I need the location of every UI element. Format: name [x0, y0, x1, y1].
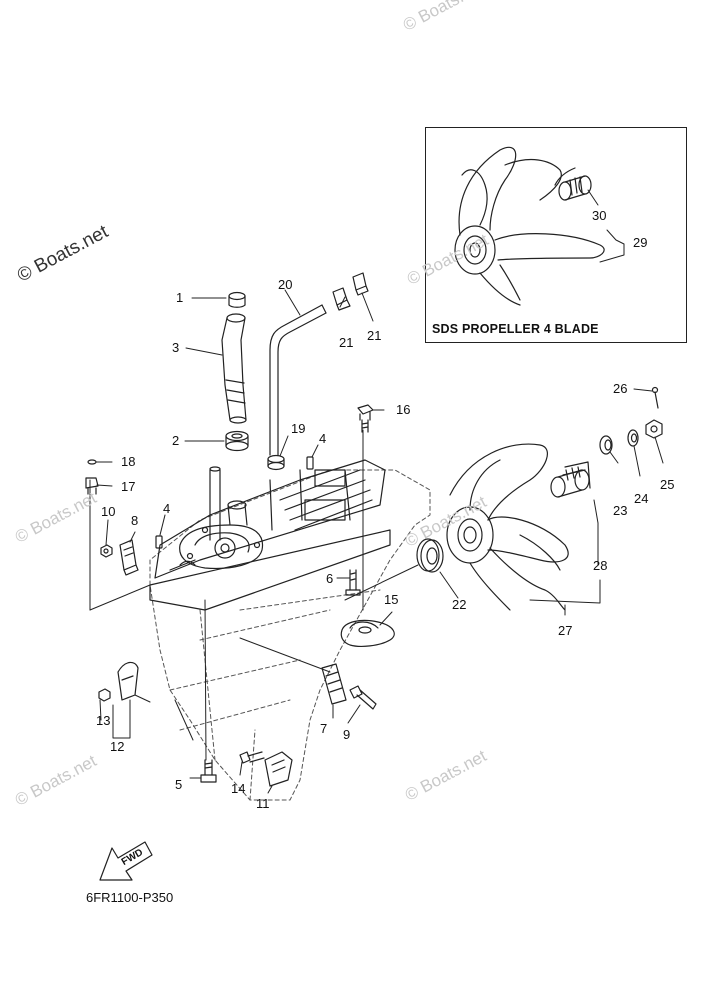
callout-27: 27	[558, 623, 573, 638]
callout-7: 7	[320, 721, 328, 736]
part-20-tube	[269, 304, 327, 456]
part-14-bolt	[239, 751, 265, 764]
part-16-bolt	[357, 404, 374, 433]
callout-13: 13	[96, 713, 111, 728]
part-23-hub	[550, 461, 591, 498]
callout-18: 18	[121, 454, 136, 469]
part-8-plate	[119, 539, 139, 576]
callout-19: 19	[291, 421, 306, 436]
part-27-propeller	[446, 443, 569, 611]
part-5-bolt	[200, 759, 217, 783]
callout-12: 12	[110, 739, 125, 754]
callout-2: 2	[172, 433, 180, 448]
part-17-plug	[85, 477, 99, 495]
lower-case-outline	[149, 469, 431, 801]
callout-4b: 4	[163, 501, 171, 516]
callout-4a: 4	[319, 431, 327, 446]
part-10-nut	[100, 544, 113, 558]
housing-deck	[149, 459, 391, 611]
inset-propeller	[454, 146, 605, 306]
part-24-washer	[599, 435, 613, 455]
callout-21b: 21	[367, 328, 382, 343]
part-25-nut	[645, 419, 663, 439]
callout-21a: 21	[339, 335, 354, 350]
callout-1: 1	[176, 290, 184, 305]
part-24b-washer	[627, 429, 639, 447]
part-21-clamps	[332, 272, 369, 311]
callout-20: 20	[278, 277, 293, 292]
part-11-cover	[264, 751, 293, 787]
part-2-grommet	[225, 430, 249, 452]
callout-9: 9	[343, 727, 351, 742]
callout-3: 3	[172, 340, 180, 355]
part-12-plate	[117, 661, 139, 701]
part-3-water-tube	[221, 313, 247, 424]
callout-15: 15	[384, 592, 399, 607]
part-19-grommet	[267, 454, 285, 471]
callout-26: 26	[613, 381, 628, 396]
callout-30: 30	[592, 208, 607, 223]
callout-23: 23	[613, 503, 628, 518]
part-15-anode	[340, 619, 395, 647]
leader-lines	[89, 189, 664, 794]
callout-28: 28	[593, 558, 608, 573]
part-22-seal	[416, 538, 444, 573]
diagram-code: 6FR1100-P350	[86, 890, 174, 905]
callout-17: 17	[121, 479, 136, 494]
inset-frame	[425, 127, 687, 343]
callout-6: 6	[326, 571, 334, 586]
part-6-bolt	[345, 569, 361, 596]
part-13-nut	[98, 688, 111, 702]
callout-24: 24	[634, 491, 649, 506]
callout-16: 16	[396, 402, 411, 417]
callout-11: 11	[256, 796, 270, 811]
callout-14: 14	[231, 781, 246, 796]
part-26-cotter-pin	[651, 386, 659, 409]
part-4-dowels	[155, 456, 314, 549]
inset-title: SDS PROPELLER 4 BLADE	[432, 322, 599, 336]
part-18-gasket	[87, 459, 97, 465]
part-9-bolt	[349, 685, 377, 710]
callout-5: 5	[175, 777, 183, 792]
fwd-arrow-icon	[99, 841, 153, 881]
callout-25: 25	[660, 477, 675, 492]
part-1-collar	[228, 291, 246, 308]
callout-22: 22	[452, 597, 467, 612]
callout-8: 8	[131, 513, 139, 528]
part-7-plate	[321, 663, 347, 705]
callout-29: 29	[633, 235, 648, 250]
callout-10: 10	[101, 504, 116, 519]
